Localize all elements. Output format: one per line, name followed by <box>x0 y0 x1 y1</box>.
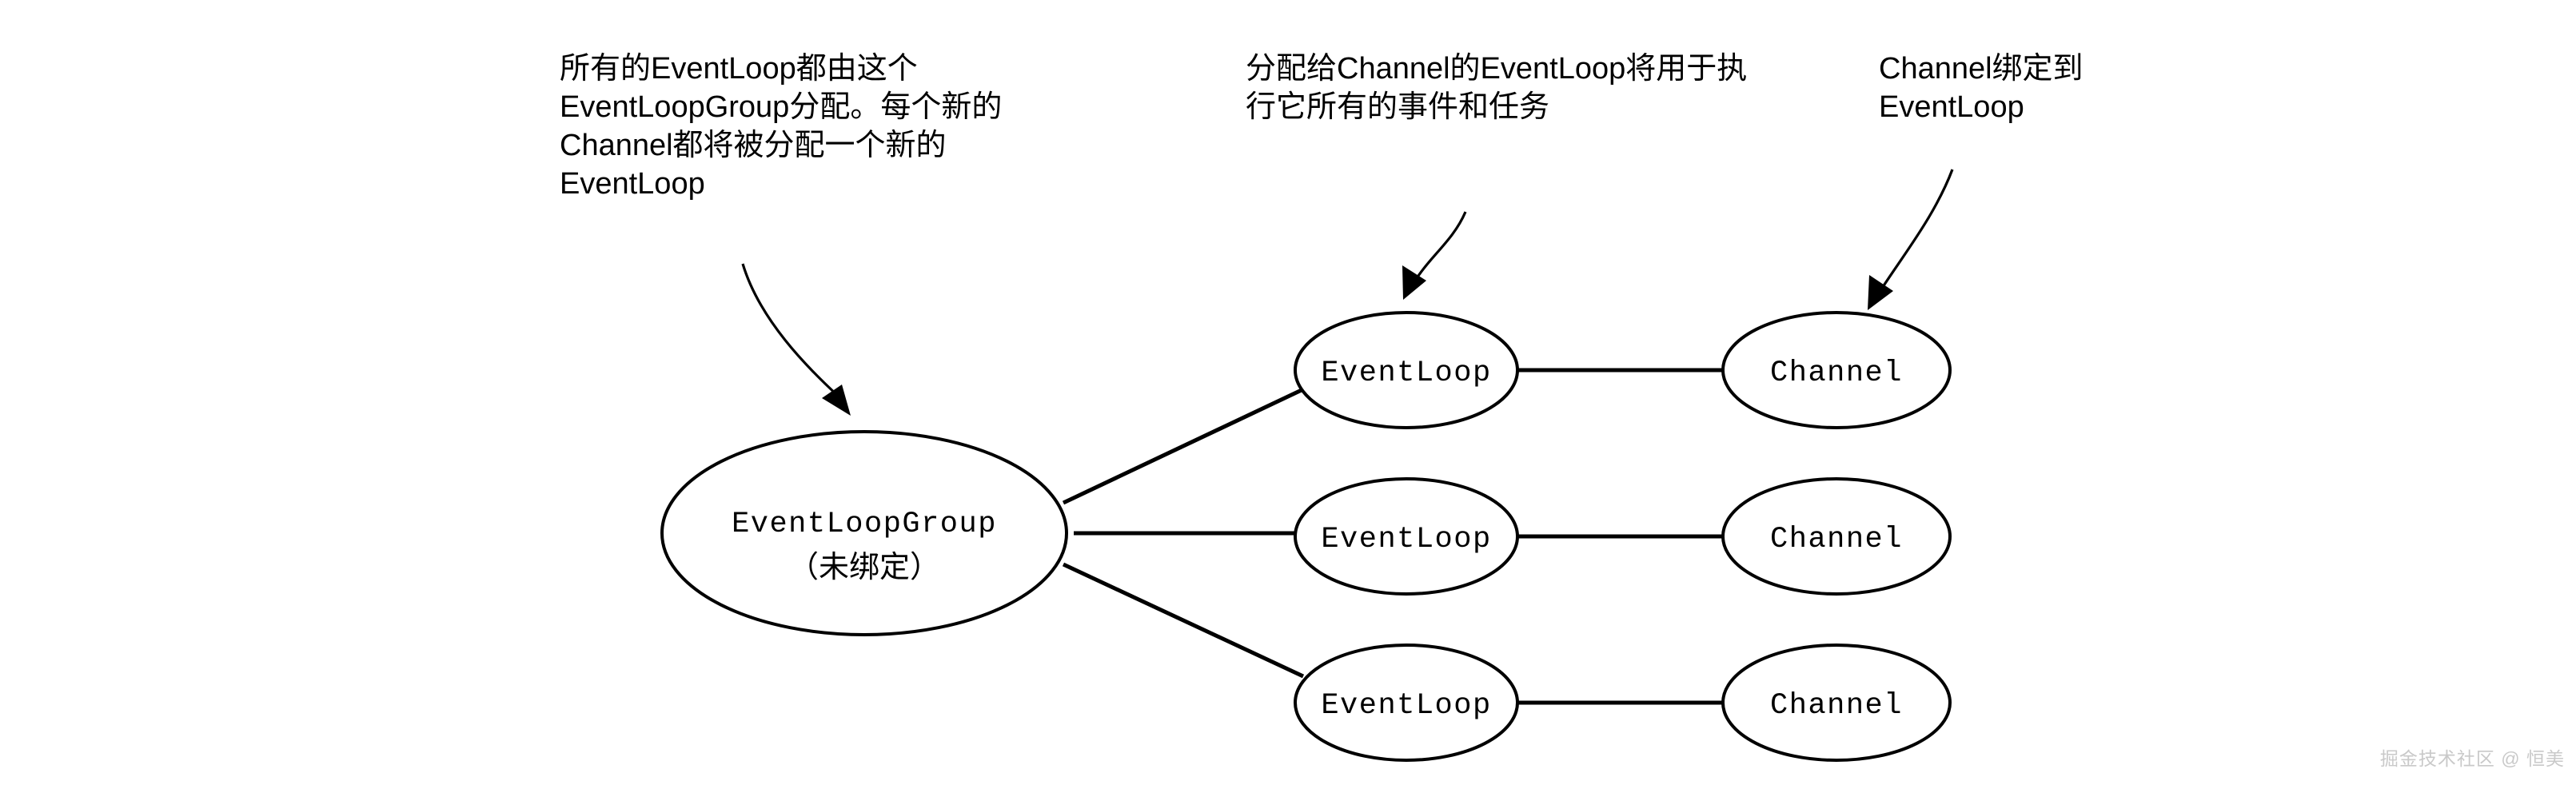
pointer-to-channel-arrowhead <box>1868 275 1893 310</box>
pointer-to-eventloop-curve <box>1415 211 1467 279</box>
node-eventloopgroup-shape <box>660 430 1068 636</box>
node-eventloop-3-shape <box>1294 644 1519 762</box>
pointer-to-channel <box>1868 169 1954 310</box>
node-eventloopgroup-label: EventLoopGroup <box>732 508 997 541</box>
pointer-to-eventloop-arrowhead <box>1402 265 1426 300</box>
node-eventloop-2-label: EventLoop <box>1321 523 1491 556</box>
node-channel-1-shape <box>1721 311 1952 429</box>
node-channel-3-label: Channel <box>1770 689 1903 723</box>
watermark: 掘金技术社区 @ 恒美 <box>2379 748 2565 769</box>
pointer-to-group-arrowhead <box>822 385 851 416</box>
node-channel-1-label: Channel <box>1770 357 1903 390</box>
edge-group-eventloop-3 <box>1062 562 1305 679</box>
pointer-to-group-curve <box>741 263 840 398</box>
node-eventloop-1-label: EventLoop <box>1321 357 1491 390</box>
node-channel-2-shape <box>1721 477 1952 596</box>
annotation-eventloopgroup: 所有的EventLoop都由这个EventLoopGroup分配。每个新的Cha… <box>560 52 1003 201</box>
node-channel-3-shape <box>1721 644 1952 762</box>
node-eventloop-2[interactable]: EventLoop <box>1294 477 1519 596</box>
node-eventloopgroup[interactable]: EventLoopGroup （未绑定） <box>660 430 1068 636</box>
pointer-to-group <box>741 263 851 416</box>
annotation-channel: Channel绑定到EventLoop <box>1879 52 2084 124</box>
node-channel-3[interactable]: Channel <box>1721 644 1952 762</box>
node-eventloop-3[interactable]: EventLoop <box>1294 644 1519 762</box>
annotation-eventloop: 分配给Channel的EventLoop将用于执行它所有的事件和任务 <box>1246 52 1748 124</box>
pointer-to-eventloop <box>1402 211 1467 300</box>
node-eventloop-3-label: EventLoop <box>1321 689 1491 723</box>
pointer-to-channel-curve <box>1880 169 1954 290</box>
node-channel-1[interactable]: Channel <box>1721 311 1952 429</box>
edge-group-eventloop-1 <box>1062 387 1305 505</box>
node-channel-2[interactable]: Channel <box>1721 477 1952 596</box>
node-eventloop-1[interactable]: EventLoop <box>1294 311 1519 429</box>
node-eventloop-2-shape <box>1294 477 1519 596</box>
node-eventloop-1-shape <box>1294 311 1519 429</box>
node-channel-2-label: Channel <box>1770 523 1903 556</box>
node-eventloopgroup-sublabel: （未绑定） <box>788 551 940 584</box>
